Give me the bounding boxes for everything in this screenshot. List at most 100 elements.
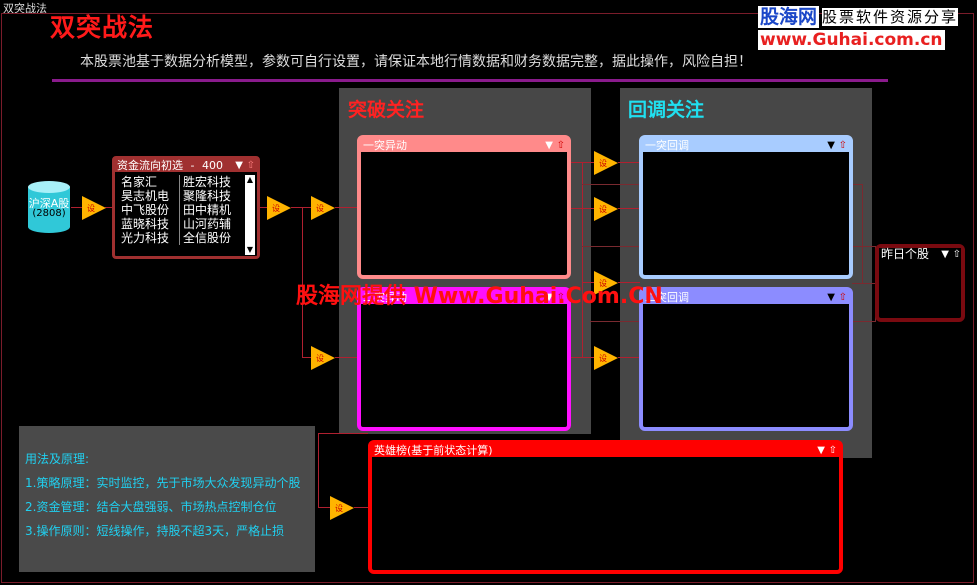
dropdown-icon[interactable]: ▼ (827, 140, 835, 151)
site-url: www.Guhai.com.cn (758, 30, 945, 50)
dropdown-icon[interactable]: ▼ (545, 292, 553, 303)
first-breakout-panel[interactable]: 一突异动 ▼ ⇧ (357, 135, 571, 279)
yesterday-title: 昨日个股 (881, 247, 930, 261)
window-title: 双突战法 (3, 2, 47, 15)
settings-arrow-icon[interactable] (311, 346, 335, 370)
second-breakout-header: 二突异动 ▼ ⇧ (361, 291, 567, 304)
list-item[interactable]: 昊志机电 (121, 189, 170, 203)
connector-line (318, 433, 368, 434)
scrollbar[interactable]: ▲ ▼ (245, 175, 255, 255)
collapse-icon[interactable]: ⇧ (838, 140, 847, 151)
settings-arrow-icon[interactable] (82, 196, 106, 220)
connector-line (335, 207, 359, 208)
breakout-zone-title: 突破关注 (348, 99, 425, 121)
dropdown-icon[interactable]: ▼ (545, 140, 553, 151)
site-tagline: 股票软件资源分享 (822, 8, 959, 26)
list-item[interactable]: 聚隆科技 (183, 189, 232, 203)
arrow-label: 设 (272, 204, 280, 213)
help-item: 1.策略原理：实时监控，先于市场大众发现异动个股 (25, 476, 301, 490)
pullback-zone-title: 回调关注 (628, 99, 705, 121)
connector-line (302, 207, 303, 357)
collapse-icon[interactable]: ⇧ (556, 140, 565, 151)
list-item[interactable]: 胜宏科技 (183, 175, 232, 189)
connector-line (582, 162, 583, 358)
connector-line (354, 507, 368, 508)
page-description: 本股票池基于数据分析模型，参数可自行设置，请保证本地行情数据和财务数据完整，据此… (80, 54, 752, 70)
list-item[interactable]: 田中精机 (183, 203, 232, 217)
yesterday-panel[interactable]: 昨日个股 ▼ ⇧ (875, 244, 965, 322)
list-item[interactable]: 蓝晓科技 (121, 217, 170, 231)
connector-line (318, 433, 319, 507)
first-pullback-title: 一突回调 (645, 139, 689, 152)
arrow-label: 设 (316, 204, 324, 213)
collapse-icon[interactable]: ⇧ (952, 249, 961, 260)
fund-flow-panel[interactable]: 资金流向初选 - 400 ▼ ⇧ 名家汇 昊志机电 中飞股份 蓝晓科技 光力科技… (112, 156, 260, 259)
collapse-icon[interactable]: ⇧ (556, 292, 565, 303)
list-item[interactable]: 中飞股份 (121, 203, 170, 217)
second-pullback-title: 二突回调 (645, 291, 689, 304)
list-item[interactable]: 光力科技 (121, 231, 170, 245)
connector-line (862, 184, 863, 284)
connector-line (259, 207, 267, 208)
first-pullback-panel[interactable]: 一突回调 ▼ ⇧ (639, 135, 853, 279)
arrow-label: 设 (316, 354, 324, 363)
hero-panel[interactable]: 英雄榜(基于前状态计算) ▼ ⇧ (368, 440, 843, 574)
arrow-label: 设 (87, 204, 95, 213)
dropdown-icon[interactable]: ▼ (817, 445, 825, 456)
settings-arrow-icon[interactable] (594, 151, 618, 175)
yesterday-header: 昨日个股 ▼ ⇧ (879, 248, 961, 261)
fund-flow-count: 400 (201, 159, 223, 172)
second-pullback-panel[interactable]: 二突回调 ▼ ⇧ (639, 287, 853, 431)
collapse-icon[interactable]: ⇧ (828, 445, 837, 456)
dropdown-icon[interactable]: ▼ (941, 249, 949, 260)
connector-line (618, 357, 640, 358)
stock-list-col2: 胜宏科技 聚隆科技 田中精机 山河药辅 全信股份 (183, 175, 243, 245)
list-item[interactable]: 山河药辅 (183, 217, 232, 231)
connector-line (618, 282, 640, 283)
connector-line (302, 357, 311, 358)
fund-flow-title: 资金流向初选 (117, 159, 183, 172)
title-divider (52, 79, 888, 82)
second-breakout-panel[interactable]: 二突异动 ▼ ⇧ (357, 287, 571, 431)
settings-arrow-icon[interactable] (594, 271, 618, 295)
scroll-up-icon[interactable]: ▲ (246, 175, 254, 184)
settings-arrow-icon[interactable] (594, 197, 618, 221)
second-breakout-title: 二突异动 (363, 291, 407, 304)
fund-flow-header: 资金流向初选 - 400 ▼ ⇧ (115, 159, 257, 172)
help-item: 2.资金管理：结合大盘强弱、市场热点控制仓位 (25, 500, 277, 514)
list-item[interactable]: 全信股份 (183, 231, 232, 245)
settings-arrow-icon[interactable] (330, 496, 354, 520)
dropdown-icon[interactable]: ▼ (827, 292, 835, 303)
settings-arrow-icon[interactable] (311, 196, 335, 220)
collapse-icon[interactable]: ⇧ (246, 160, 255, 171)
settings-arrow-icon[interactable] (267, 196, 291, 220)
connector-line (105, 207, 113, 208)
watermark: 股海网提供 Www.Guhai.Com.CN (296, 284, 663, 309)
first-pullback-header: 一突回调 ▼ ⇧ (643, 139, 849, 152)
stock-list-col1: 名家汇 昊志机电 中飞股份 蓝晓科技 光力科技 (121, 175, 180, 245)
first-breakout-title: 一突异动 (363, 139, 407, 152)
database-icon[interactable] (27, 181, 71, 233)
first-breakout-header: 一突异动 ▼ ⇧ (361, 139, 567, 152)
settings-arrow-icon[interactable] (594, 346, 618, 370)
connector-line (318, 507, 330, 508)
dropdown-icon[interactable]: ▼ (235, 160, 243, 171)
help-box: 用法及原理: 1.策略原理：实时监控，先于市场大众发现异动个股 2.资金管理：结… (19, 426, 315, 572)
connector-line (570, 357, 594, 358)
connector-line (335, 357, 359, 358)
arrow-label: 设 (599, 205, 607, 214)
help-title: 用法及原理: (25, 452, 90, 466)
connector-line (618, 208, 640, 209)
connector-line (618, 162, 640, 163)
main-frame (1, 13, 974, 583)
site-logo: 股海网 (758, 6, 820, 28)
arrow-label: 设 (599, 354, 607, 363)
connector-line (71, 207, 85, 208)
collapse-icon[interactable]: ⇧ (838, 292, 847, 303)
list-item[interactable]: 名家汇 (121, 175, 158, 189)
arrow-label: 设 (599, 279, 607, 288)
scroll-down-icon[interactable]: ▼ (246, 245, 254, 254)
connector-line (582, 282, 594, 283)
arrow-label: 设 (335, 504, 343, 513)
source-label: 沪深A股 (28, 197, 70, 210)
